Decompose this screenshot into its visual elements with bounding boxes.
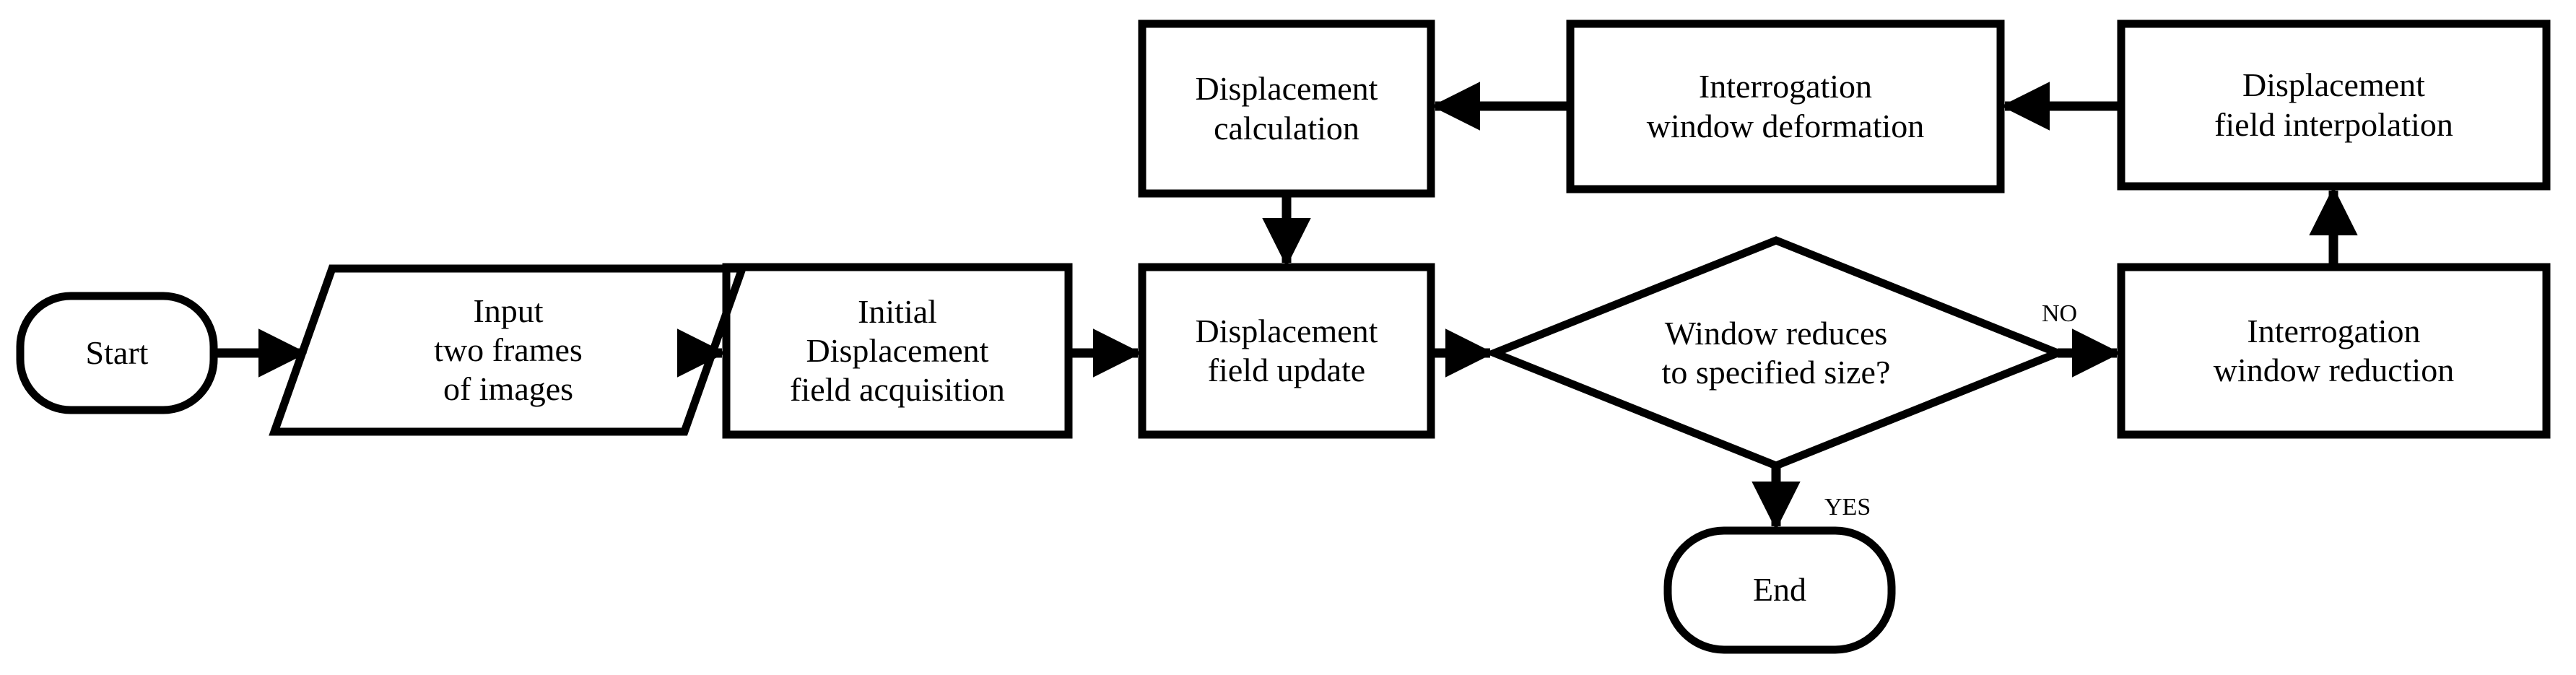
node-end-shape[interactable]: [1663, 526, 1896, 654]
node-initial-displacement-field-acquisition-shape[interactable]: [722, 263, 1073, 439]
node-displacement-calculation-shape[interactable]: [1138, 19, 1435, 198]
node-window-reduces-decision-shape[interactable]: [1484, 236, 2068, 470]
node-displacement-field-interpolation-shape[interactable]: [2117, 19, 2551, 191]
node-input-two-frames-shape[interactable]: [269, 264, 748, 436]
node-start-shape[interactable]: [16, 292, 218, 414]
node-interrogation-window-deformation-shape[interactable]: [1566, 19, 2005, 193]
edge-label-no: NO: [2042, 300, 2078, 327]
edge-label-yes: YES: [1824, 494, 1871, 521]
node-interrogation-window-reduction-shape[interactable]: [2117, 263, 2551, 439]
node-displacement-field-update-shape[interactable]: [1138, 263, 1435, 439]
